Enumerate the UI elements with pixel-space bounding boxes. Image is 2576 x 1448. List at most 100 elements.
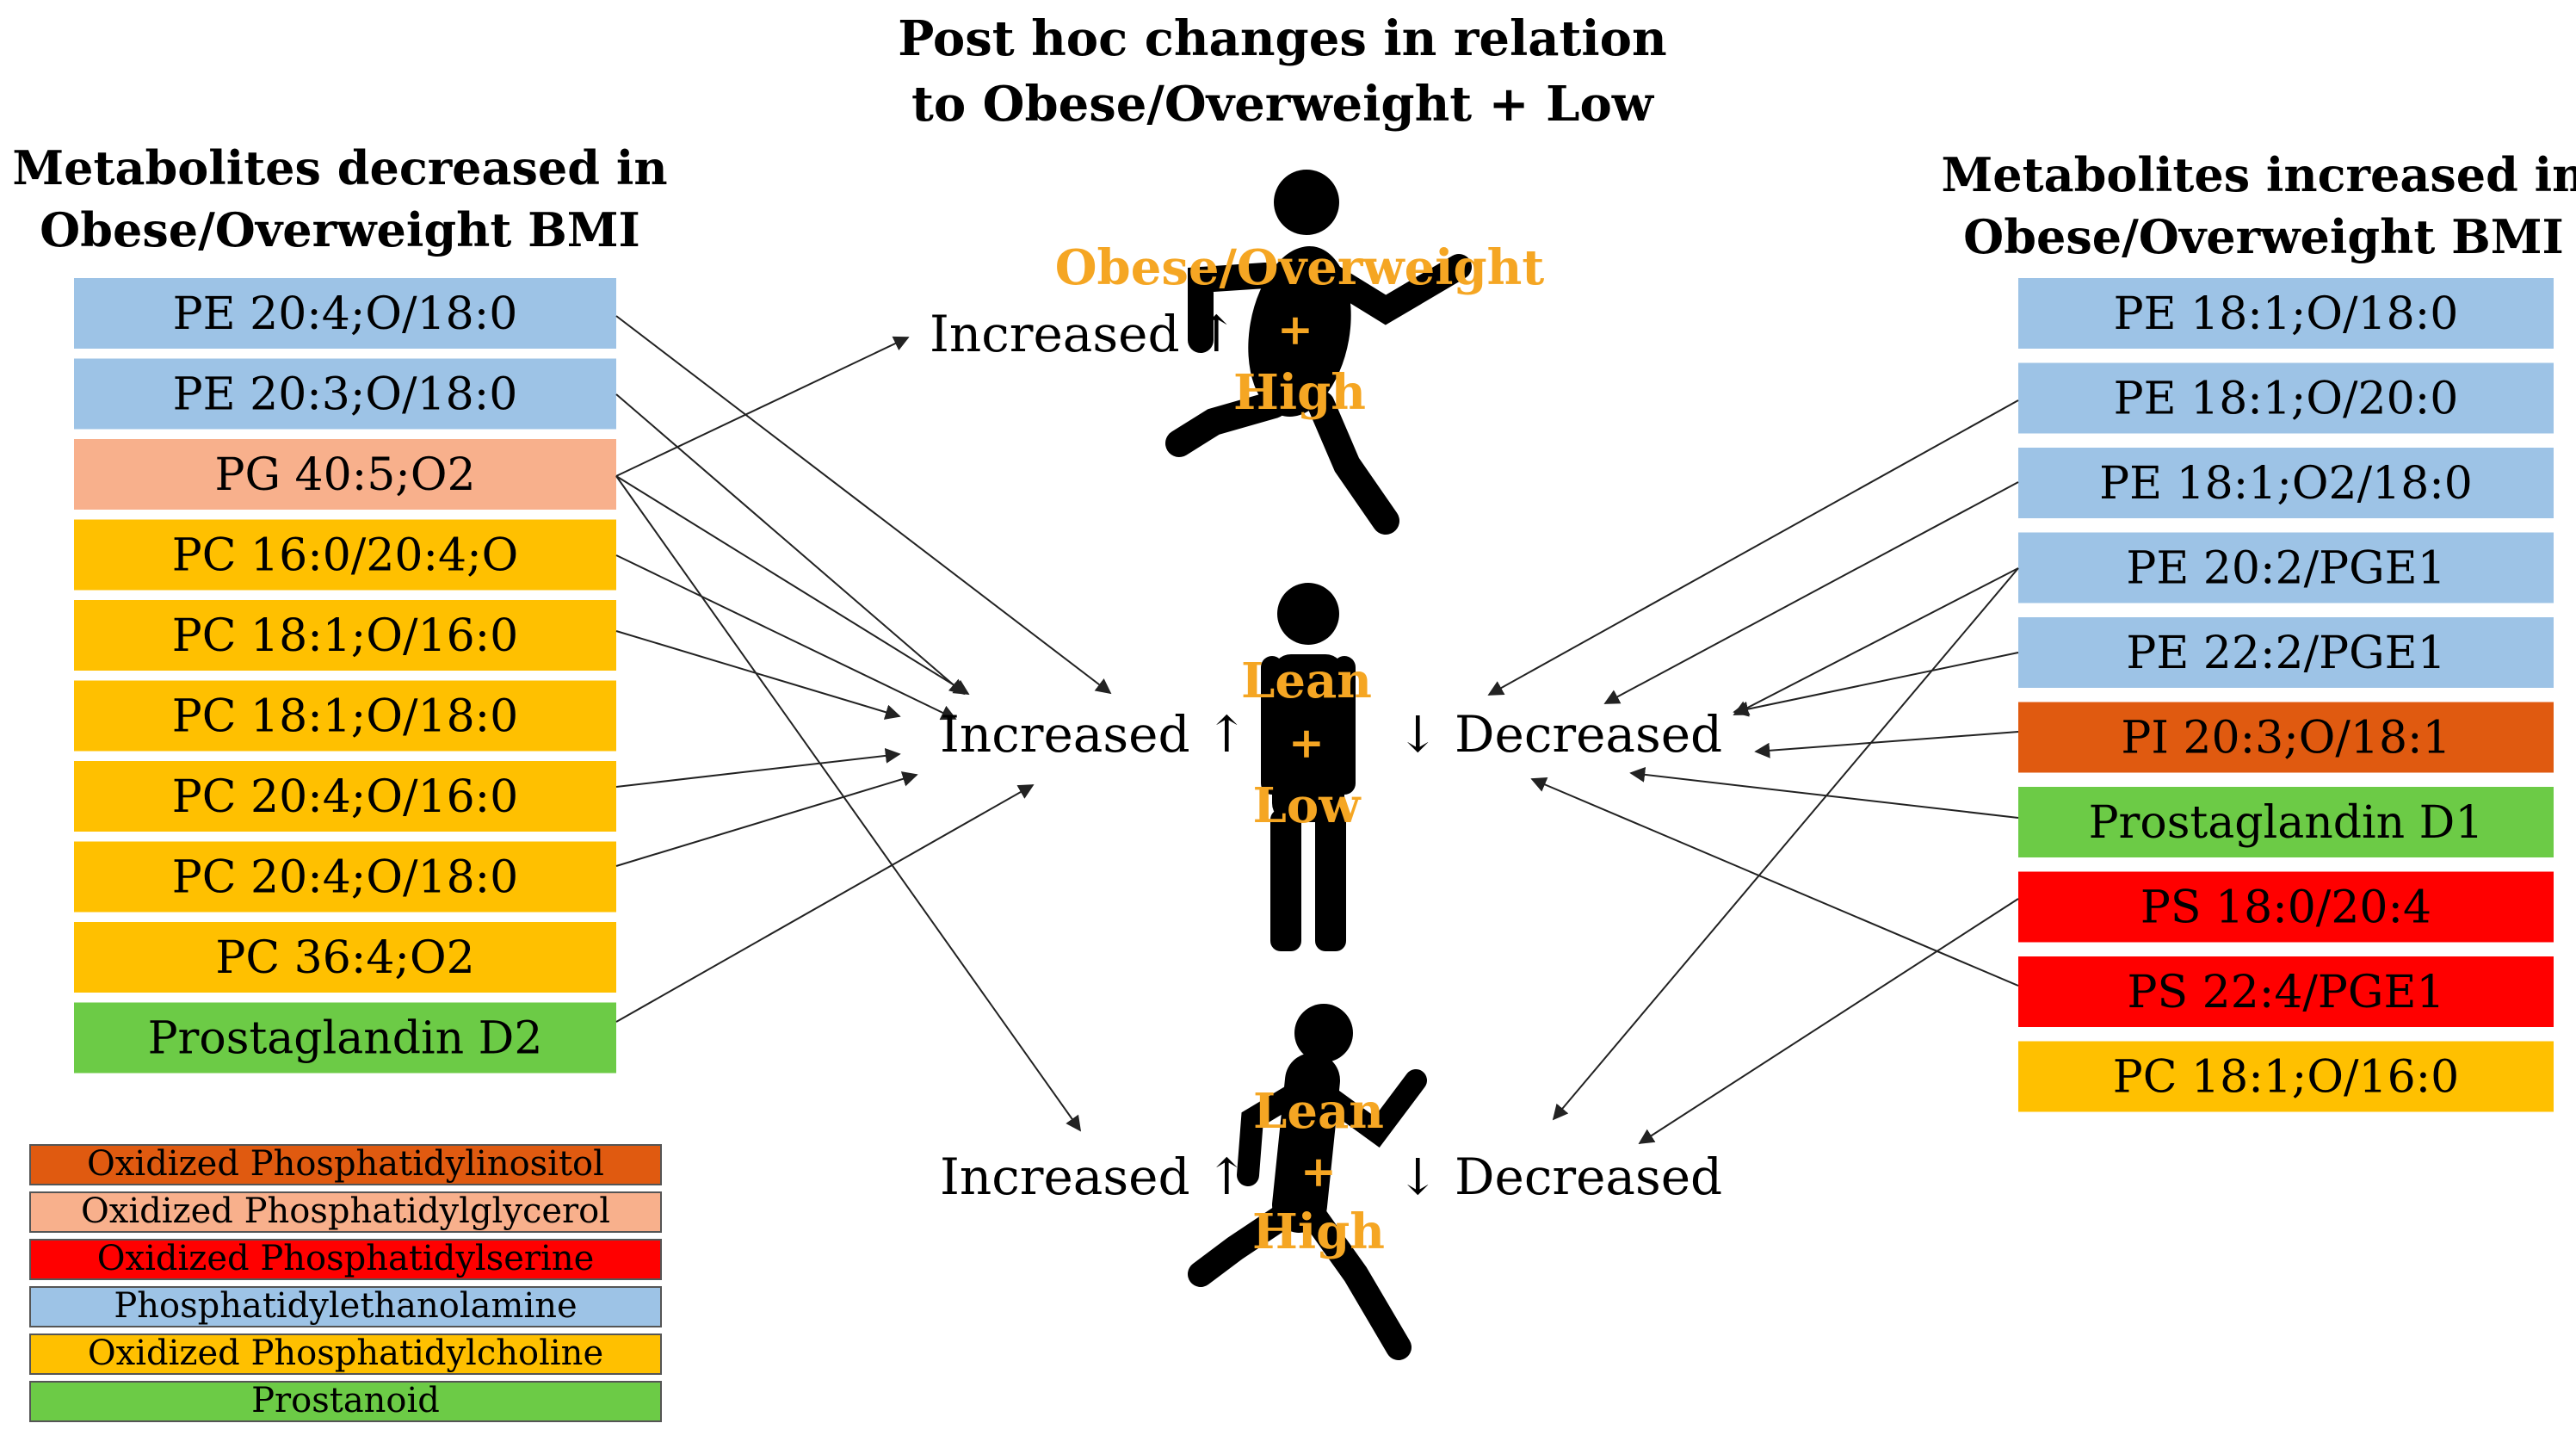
left-metabolite-item-label: PC 20:4;O/16:0 bbox=[172, 771, 519, 823]
right-metabolite-item-box bbox=[2018, 702, 2554, 773]
left-metabolite-item: PC 36:4;O2 bbox=[74, 922, 616, 993]
legend-swatch bbox=[29, 1334, 662, 1375]
arrow bbox=[1754, 731, 2019, 758]
right-metabolite-item: PE 18:1;O/18:0 bbox=[2018, 278, 2554, 349]
legend-swatch bbox=[29, 1191, 662, 1233]
arrow bbox=[615, 630, 901, 720]
figure-bottom-plus: + bbox=[1300, 1146, 1337, 1197]
figure-bottom-line2: High bbox=[1252, 1204, 1385, 1260]
left-metabolite-item-box bbox=[74, 841, 616, 913]
left-metabolite-item-box bbox=[74, 600, 616, 671]
right-metabolite-item-label: PE 22:2/PGE1 bbox=[2126, 628, 2445, 679]
right-metabolite-item: PE 18:1;O/20:0 bbox=[2018, 362, 2554, 434]
arrow bbox=[615, 554, 957, 721]
arrow bbox=[615, 336, 910, 477]
right-heading-line2: Obese/Overweight BMI bbox=[1963, 209, 2564, 264]
title-line1: Post hoc changes in relation bbox=[898, 10, 1667, 67]
arrow bbox=[1733, 652, 2019, 717]
left-metabolite-item-label: PC 16:0/20:4;O bbox=[172, 530, 519, 582]
legend-swatch bbox=[29, 1239, 662, 1280]
left-metabolite-item: Prostaglandin D2 bbox=[74, 1002, 616, 1074]
left-metabolite-item: PG 40:5;O2 bbox=[74, 439, 616, 510]
right-metabolite-item: PE 22:2/PGE1 bbox=[2018, 617, 2554, 688]
arrow bbox=[1603, 481, 2019, 704]
right-metabolite-item-box bbox=[2018, 362, 2554, 434]
right-metabolite-item: PC 18:1;O/16:0 bbox=[2018, 1041, 2554, 1112]
right-metabolite-item-box bbox=[2018, 617, 2554, 688]
legend-swatch bbox=[29, 1144, 662, 1185]
legend-label: Oxidized Phosphatidylglycerol bbox=[81, 1191, 610, 1231]
legend-item: Oxidized Phosphatidylserine bbox=[29, 1239, 662, 1280]
figure-middle-plus: + bbox=[1288, 717, 1325, 768]
right-metabolite-item-label: PE 18:1;O/18:0 bbox=[2114, 288, 2459, 340]
right-metabolite-item: PE 18:1;O2/18:0 bbox=[2018, 448, 2554, 518]
arrow bbox=[615, 393, 966, 696]
arrow bbox=[615, 475, 970, 695]
label-bottom-decreased: ↓ Decreased bbox=[1397, 1148, 1722, 1206]
arrow bbox=[615, 475, 1082, 1132]
right-metabolite-item-box bbox=[2018, 448, 2554, 518]
right-metabolite-item-box bbox=[2018, 278, 2554, 349]
right-metabolite-item-label: PE 18:1;O/20:0 bbox=[2114, 374, 2459, 425]
arrow bbox=[615, 747, 901, 788]
title-line2: to Obese/Overweight + Low bbox=[911, 76, 1655, 133]
legend-item: Prostanoid bbox=[29, 1381, 662, 1422]
right-metabolite-item-label: Prostaglandin D1 bbox=[2089, 797, 2484, 849]
left-metabolite-item: PC 20:4;O/16:0 bbox=[74, 761, 616, 832]
figure-top-plus: + bbox=[1277, 304, 1313, 355]
right-metabolite-item: PI 20:3;O/18:1 bbox=[2018, 702, 2554, 773]
figure-lean-low-icon bbox=[1261, 583, 1356, 951]
left-metabolite-list: PE 20:4;O/18:0 PE 20:3;O/18:0 PG 40:5;O2PC… bbox=[74, 278, 616, 1074]
arrow bbox=[1487, 399, 2019, 696]
right-metabolite-item-box bbox=[2018, 787, 2554, 857]
figure-middle-line2: Low bbox=[1253, 777, 1362, 834]
arrow bbox=[615, 771, 918, 867]
right-metabolite-item-box bbox=[2018, 532, 2554, 603]
legend-swatch bbox=[29, 1381, 662, 1422]
left-metabolite-item: PE 20:3;O/18:0 bbox=[74, 358, 616, 430]
connector-arrows bbox=[615, 315, 2019, 1144]
figure-top-line1: Obese/Overweight bbox=[1055, 239, 1545, 296]
legend-label: Phosphatidylethanolamine bbox=[114, 1286, 577, 1326]
left-heading-line1: Metabolites decreased in bbox=[12, 140, 667, 195]
figure-bottom-line1: Lean bbox=[1253, 1083, 1384, 1140]
left-metabolite-item-label: PE 20:3;O/18:0 bbox=[173, 369, 518, 421]
left-metabolite-item-label: PC 36:4;O2 bbox=[215, 932, 474, 984]
left-metabolite-item: PC 18:1;O/18:0 bbox=[74, 680, 616, 752]
left-heading-line2: Obese/Overweight BMI bbox=[40, 202, 640, 257]
figure-top-line2: High bbox=[1233, 364, 1366, 421]
right-metabolite-list: PE 18:1;O/18:0 PE 18:1;O/20:0 PE 18:1;O2/1… bbox=[2018, 278, 2554, 1112]
left-metabolite-item-box bbox=[74, 519, 616, 591]
arrow bbox=[1733, 567, 2019, 715]
legend-item: Phosphatidylethanolamine bbox=[29, 1286, 662, 1327]
label-bottom-increased: Increased ↑ bbox=[940, 1148, 1248, 1206]
right-metabolite-item: PE 20:2/PGE1 bbox=[2018, 532, 2554, 603]
legend-label: Oxidized Phosphatidylcholine bbox=[88, 1334, 603, 1373]
legend-item: Oxidized Phosphatidylglycerol bbox=[29, 1191, 662, 1233]
right-metabolite-item-label: PE 20:2/PGE1 bbox=[2126, 543, 2445, 595]
legend-label: Prostanoid bbox=[251, 1381, 440, 1420]
left-metabolite-item: PC 16:0/20:4;O bbox=[74, 519, 616, 591]
left-metabolite-item: PE 20:4;O/18:0 bbox=[74, 278, 616, 349]
left-metabolite-item-box bbox=[74, 358, 616, 430]
left-metabolite-item-box bbox=[74, 761, 616, 832]
left-metabolite-item-label: PC 20:4;O/18:0 bbox=[172, 852, 519, 904]
legend-swatch bbox=[29, 1286, 662, 1327]
arrow bbox=[1552, 567, 2019, 1121]
right-metabolite-item-box bbox=[2018, 871, 2554, 943]
legend-label: Oxidized Phosphatidylinositol bbox=[87, 1144, 604, 1184]
left-metabolite-item: PC 18:1;O/16:0 bbox=[74, 600, 616, 671]
legend-item: Oxidized Phosphatidylinositol bbox=[29, 1144, 662, 1185]
right-metabolite-item-label: PS 22:4/PGE1 bbox=[2127, 967, 2444, 1018]
legend-item: Oxidized Phosphatidylcholine bbox=[29, 1334, 662, 1375]
right-heading-line1: Metabolites increased in bbox=[1942, 147, 2576, 202]
left-metabolite-item-label: PC 18:1;O/16:0 bbox=[172, 610, 519, 662]
left-metabolite-item-box bbox=[74, 278, 616, 349]
arrow bbox=[1638, 898, 2019, 1144]
right-metabolite-item-label: PE 18:1;O2/18:0 bbox=[2099, 458, 2473, 510]
figure-obese-high-icon bbox=[1165, 170, 1472, 535]
left-metabolite-item-label: Prostaglandin D2 bbox=[148, 1013, 543, 1065]
